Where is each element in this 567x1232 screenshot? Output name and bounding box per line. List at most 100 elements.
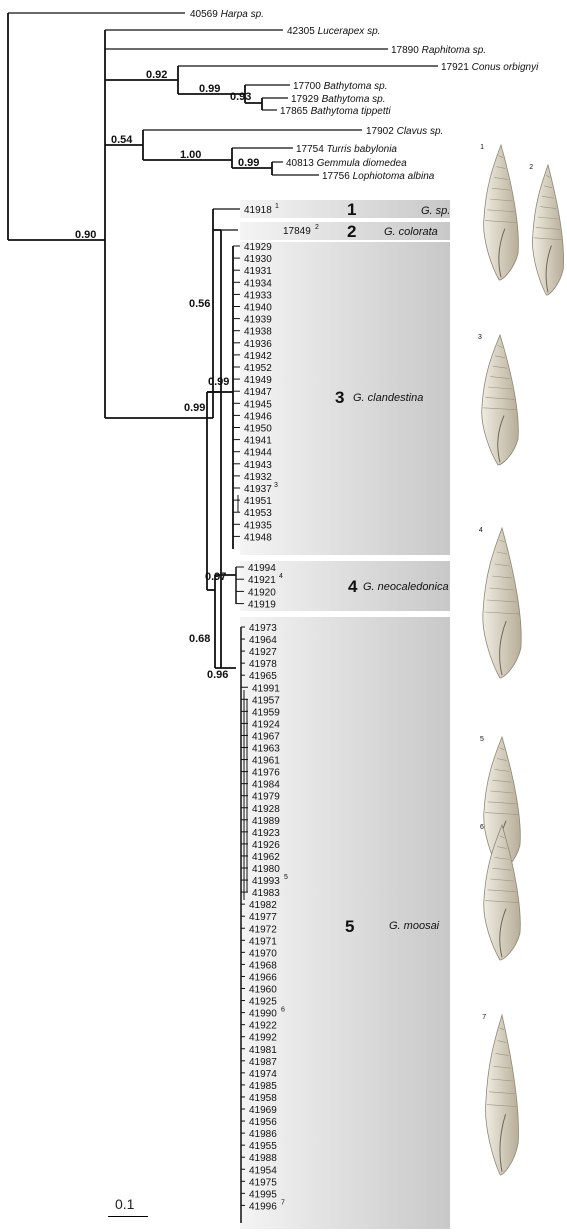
leaf-41941: 41941 <box>244 436 272 447</box>
leaf-41949: 41949 <box>244 375 272 386</box>
leaf-41957: 41957 <box>252 695 280 706</box>
leaf-41922: 41922 <box>249 1021 277 1032</box>
leaf-41990: 41990 <box>249 1009 277 1020</box>
leaf-sup-3: 3 <box>274 482 278 489</box>
leaf-41945: 41945 <box>244 399 272 410</box>
leaf-41981: 41981 <box>249 1045 277 1056</box>
taxon-lucerapex: 42305 Lucerapex sp. <box>287 26 380 37</box>
leaf-41955: 41955 <box>249 1141 277 1152</box>
leaf-41967: 41967 <box>252 731 280 742</box>
clade-number-2: 2 <box>347 222 356 241</box>
leaf-41932: 41932 <box>244 472 272 483</box>
support-turrid: 0.54 <box>111 134 133 146</box>
leaf-41964: 41964 <box>249 635 277 646</box>
leaf-41924: 41924 <box>252 719 280 730</box>
clade-number-5: 5 <box>345 917 354 936</box>
taxon-lophiotoma: 17756 Lophiotoma albina <box>322 171 435 182</box>
clade-box-3 <box>240 242 450 555</box>
clade-name-3: G. clandestina <box>353 392 423 404</box>
support-gemmula: 0.99 <box>238 157 259 169</box>
leaf-41979: 41979 <box>252 792 280 803</box>
clade-box-4 <box>240 561 450 611</box>
leaf-41943: 41943 <box>244 460 272 471</box>
taxon-bathytoma-3: 17865 Bathytoma tippetti <box>280 106 391 117</box>
support-bathy-inner: 0.93 <box>230 91 251 103</box>
taxon-turris: 17754 Turris babylonia <box>296 144 397 155</box>
leaf-41919: 41919 <box>248 600 276 611</box>
leaf-41926: 41926 <box>252 840 280 851</box>
leaf-41974: 41974 <box>249 1069 277 1080</box>
leaf-41928: 41928 <box>252 804 280 815</box>
leaf-41959: 41959 <box>252 707 280 718</box>
scale-bar <box>108 1216 148 1217</box>
shell-label-2: 2 <box>529 164 533 171</box>
taxon-bathytoma-2: 17929 Bathytoma sp. <box>291 94 386 105</box>
taxon-clavus: 17902 Clavus sp. <box>366 126 443 137</box>
leaf-sup-7: 7 <box>281 1199 285 1206</box>
support-clade3a: 0.56 <box>189 298 210 310</box>
leaf-41939: 41939 <box>244 315 272 326</box>
leaf-41962: 41962 <box>252 852 280 863</box>
leaf-41942: 41942 <box>244 351 272 362</box>
leaf-41972: 41972 <box>249 924 277 935</box>
clade-box-1 <box>240 200 450 218</box>
leaf-41923: 41923 <box>252 828 280 839</box>
leaf-41988: 41988 <box>249 1153 277 1164</box>
shell-label-3: 3 <box>478 334 482 341</box>
taxon-harpa: 40569 Harpa sp. <box>190 9 264 20</box>
shell-image-6 <box>483 823 521 961</box>
clade-name-4: G. neocaledonica <box>363 581 449 593</box>
leaf-41963: 41963 <box>252 744 280 755</box>
support-clade4: 0.97 <box>205 571 226 583</box>
leaf-sup-2: 2 <box>315 224 319 231</box>
leaf-41961: 41961 <box>252 756 280 767</box>
leaf-41983: 41983 <box>252 888 280 899</box>
leaf-41918: 41918 <box>244 205 272 216</box>
support-turrid-inner: 1.00 <box>180 149 201 161</box>
leaf-41947: 41947 <box>244 387 272 398</box>
shell-image-4 <box>482 526 522 679</box>
leaf-41958: 41958 <box>249 1093 277 1104</box>
clade-name-2: G. colorata <box>384 226 438 238</box>
clade-name-1: G. sp. <box>421 205 450 217</box>
leaf-41985: 41985 <box>249 1081 277 1092</box>
leaf-41944: 41944 <box>244 448 272 459</box>
shell-label-1: 1 <box>480 144 484 151</box>
shell-image-3 <box>481 333 519 466</box>
leaf-17849: 17849 <box>283 226 311 237</box>
leaf-41970: 41970 <box>249 948 277 959</box>
leaf-41934: 41934 <box>244 278 272 289</box>
leaf-41968: 41968 <box>249 960 277 971</box>
support-conoid: 0.92 <box>146 69 167 81</box>
taxon-conus: 17921 Conus orbignyi <box>441 62 539 73</box>
shell-label-4: 4 <box>479 527 483 534</box>
leaf-41940: 41940 <box>244 303 272 314</box>
leaf-41930: 41930 <box>244 254 272 265</box>
leaf-41935: 41935 <box>244 520 272 531</box>
leaf-41956: 41956 <box>249 1117 277 1128</box>
support-clade3b: 0.99 <box>208 376 229 388</box>
taxon-gemmula: 40813 Gemmula diomedea <box>286 158 407 169</box>
shell-image-1 <box>483 143 519 281</box>
leaf-41978: 41978 <box>249 659 277 670</box>
leaf-41929: 41929 <box>244 242 272 253</box>
leaf-sup-5: 5 <box>284 874 288 881</box>
support-ingroup: 0.99 <box>184 402 205 414</box>
leaf-41951: 41951 <box>244 496 272 507</box>
clade-name-5: G. moosai <box>389 920 440 932</box>
leaf-41980: 41980 <box>252 864 280 875</box>
leaf-41969: 41969 <box>249 1105 277 1116</box>
support-clade45: 0.68 <box>189 633 210 645</box>
clade-box-5 <box>240 617 450 1229</box>
leaf-41993: 41993 <box>252 876 280 887</box>
scale-bar-label: 0.1 <box>115 1196 135 1212</box>
taxon-bathytoma-1: 17700 Bathytoma sp. <box>293 81 388 92</box>
leaf-41996: 41996 <box>249 1201 277 1212</box>
leaf-41982: 41982 <box>249 900 277 911</box>
leaf-41960: 41960 <box>249 985 277 996</box>
leaf-41977: 41977 <box>249 912 277 923</box>
leaf-41965: 41965 <box>249 671 277 682</box>
leaf-41938: 41938 <box>244 327 272 338</box>
leaf-41973: 41973 <box>249 623 277 634</box>
